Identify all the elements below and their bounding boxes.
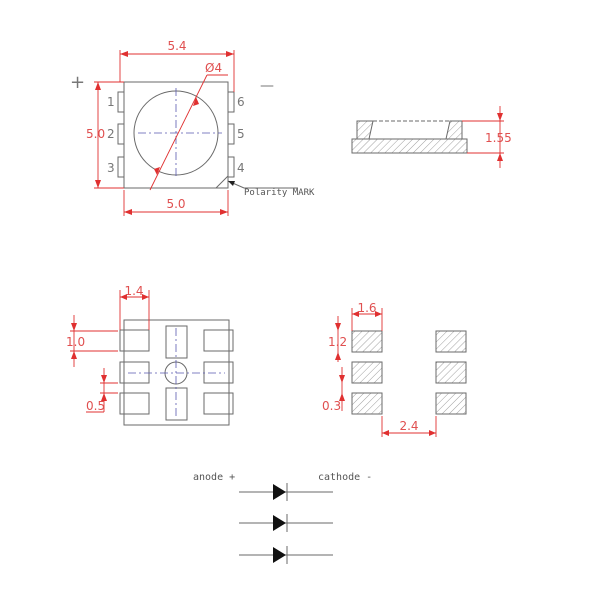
footprint-pad-width: 1.6 (357, 301, 376, 315)
diode-3 (239, 546, 333, 564)
lens-diameter-dimension: Ø4 (205, 61, 222, 75)
pad-height-dimension: 1.0 (66, 335, 85, 349)
side-height-dimension: 1.55 (485, 131, 512, 145)
footprint: 1.6 1.2 0.3 2.4 (322, 301, 467, 437)
bottom-view: 1.4 1.0 0.5 (66, 284, 234, 426)
height-dimension: 5.0 (86, 127, 105, 141)
width-dimension: 5.4 (167, 39, 186, 53)
pin-4-label: 4 (237, 161, 245, 175)
top-view: 5.4 Ø4 5.0 5.0 + — 1 2 3 6 5 4 Polarity … (70, 39, 315, 216)
bottom-width-dimension: 5.0 (166, 197, 185, 211)
pin-1-label: 1 (107, 95, 115, 109)
minus-symbol: — (260, 78, 274, 94)
diode-1 (239, 483, 333, 501)
footprint-pad-gap: 0.3 (322, 399, 341, 413)
pin-5-label: 5 (237, 127, 245, 141)
pad-gap-dimension: 0.5 (86, 399, 105, 413)
footprint-pad-height: 1.2 (328, 335, 347, 349)
pin-2-label: 2 (107, 127, 115, 141)
pin-6-label: 6 (237, 95, 245, 109)
polarity-chamfer (215, 175, 229, 189)
pin-3-label: 3 (107, 161, 115, 175)
footprint-pad-spacing: 2.4 (399, 419, 418, 433)
diode-schematic: anode + cathode - (193, 472, 372, 564)
polarity-leader (227, 180, 298, 189)
pad-width-dimension: 1.4 (124, 284, 143, 298)
side-view: 1.55 (351, 106, 512, 168)
anode-label: anode + (193, 472, 235, 483)
pins (117, 91, 235, 178)
cathode-label: cathode - (318, 472, 372, 483)
diode-2 (239, 514, 333, 532)
plus-symbol: + (70, 72, 85, 93)
polarity-mark-label: Polarity MARK (244, 188, 315, 198)
